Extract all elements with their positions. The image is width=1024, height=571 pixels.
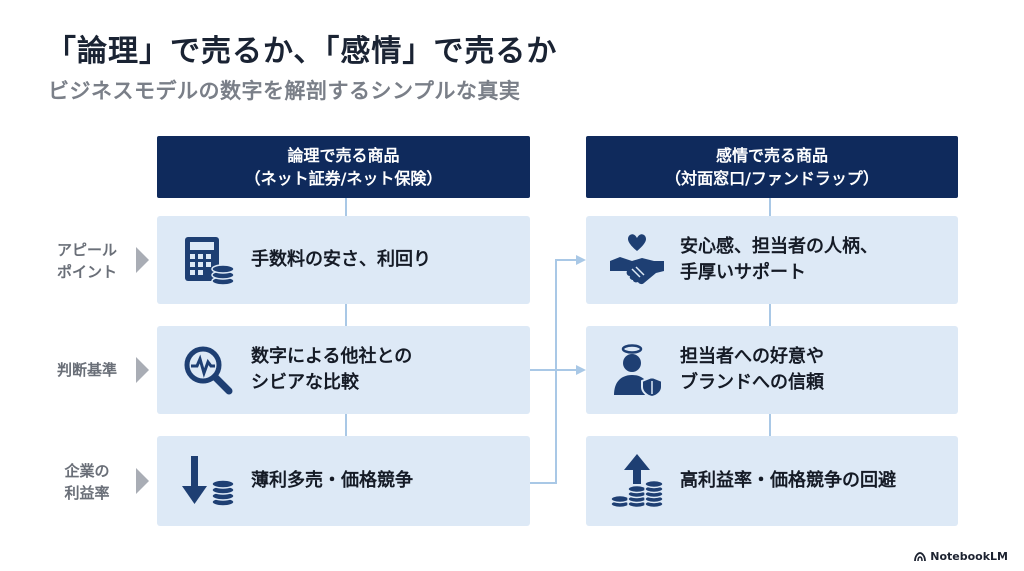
magnifier-chart-icon xyxy=(184,346,233,395)
person-halo-shield-icon xyxy=(614,344,663,399)
emotion-column-header: 感情で売る商品 （対面窓口/ファンドラップ） xyxy=(586,136,958,198)
row-label-margin: 企業の 利益率 xyxy=(64,462,110,502)
emotion-card-appeal: 安心感、担当者の人柄、 手厚いサポート xyxy=(586,216,958,304)
emotion-card-margin: 高利益率・価格競争の回避 xyxy=(586,436,958,526)
row-label-appeal: アピール ポイント xyxy=(56,241,117,281)
logic-column-header: 論理で売る商品 （ネット証券/ネット保険） xyxy=(157,136,530,198)
logic-appeal-text: 手数料の安さ、利回り xyxy=(251,249,431,270)
brand-text: NotebookLM xyxy=(930,550,1008,563)
brand-watermark: NotebookLM xyxy=(914,550,1008,563)
page-title: 「論理」で売るか、「感情」で売るか xyxy=(46,34,558,69)
logic-criteria-text: 数字による他社との シビアな比較 xyxy=(251,346,413,393)
row-arrow-icon xyxy=(136,468,149,494)
logic-margin-text: 薄利多売・価格競争 xyxy=(251,470,413,491)
notebooklm-logo-icon xyxy=(914,551,927,561)
logic-card-appeal: 手数料の安さ、利回り xyxy=(157,216,530,304)
logic-header-line2: （ネット証券/ネット保険） xyxy=(244,169,443,188)
down-arrow-coins-icon xyxy=(182,456,235,507)
row-arrow-icon xyxy=(136,357,149,383)
logic-card-margin: 薄利多売・価格競争 xyxy=(157,436,530,526)
row-label-criteria: 判断基準 xyxy=(56,361,117,379)
handshake-heart-icon xyxy=(610,234,664,285)
emotion-card-criteria: 担当者への好意や ブランドへの信頼 xyxy=(586,326,958,414)
emotion-criteria-text: 担当者への好意や ブランドへの信頼 xyxy=(680,346,824,393)
up-arrow-coins-icon xyxy=(610,454,664,509)
emotion-header-line2: （対面窓口/ファンドラップ） xyxy=(665,169,879,188)
emotion-margin-text: 高利益率・価格競争の回避 xyxy=(680,470,896,491)
logic-card-criteria: 数字による他社との シビアな比較 xyxy=(157,326,530,414)
emotion-appeal-text: 安心感、担当者の人柄、 手厚いサポート xyxy=(680,236,878,283)
calculator-coins-icon xyxy=(185,237,235,286)
row-arrow-icon xyxy=(136,247,149,273)
page-subtitle: ビジネスモデルの数字を解剖するシンプルな真実 xyxy=(48,79,521,103)
emotion-header-line1: 感情で売る商品 xyxy=(715,146,828,165)
logic-header-line1: 論理で売る商品 xyxy=(287,146,400,165)
